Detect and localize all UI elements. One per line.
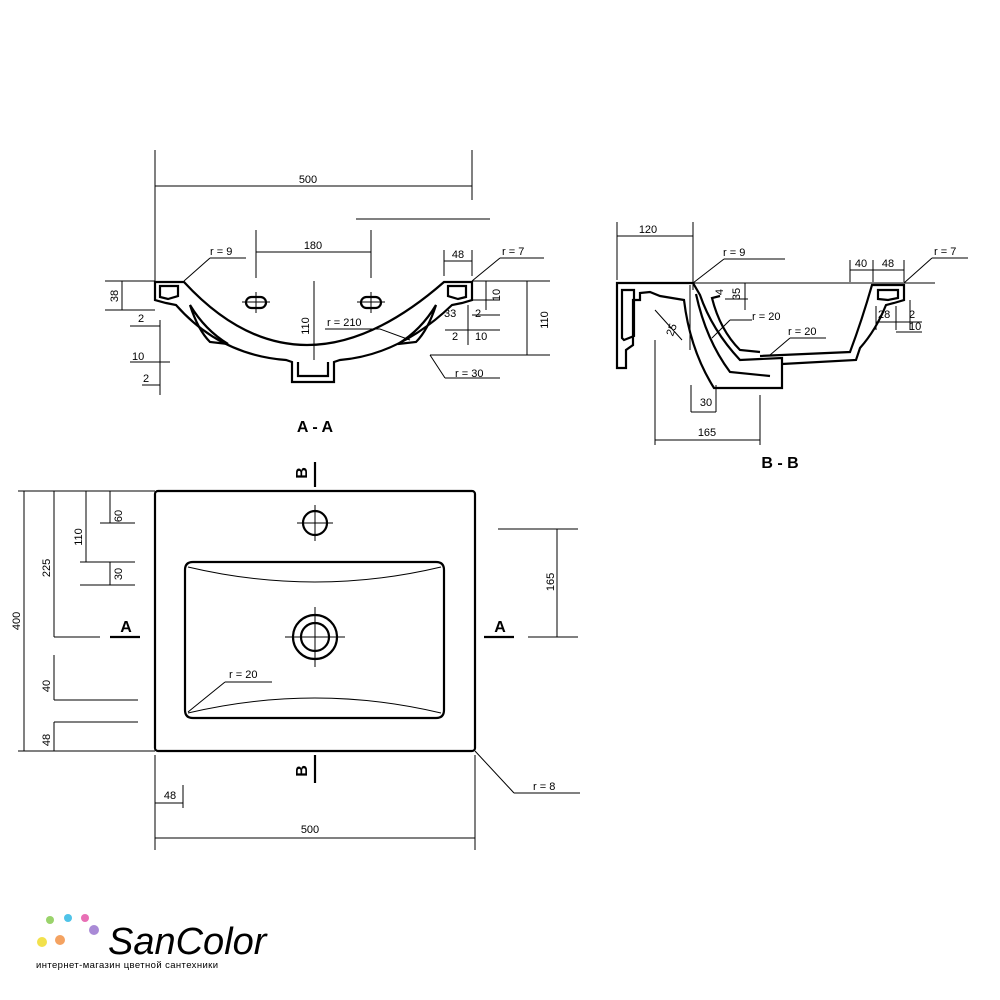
section-aa-title: A - A	[297, 419, 334, 436]
dim-plan-48-bottom: 48	[164, 790, 176, 802]
dim-aa-r9: r = 9	[210, 246, 232, 258]
dim-plan-40: 40	[41, 680, 53, 692]
dim-aa-hole-spacing: 180	[304, 240, 322, 252]
dim-bb-120: 120	[639, 224, 657, 236]
section-marker-b-top: B	[294, 467, 311, 479]
dim-bb-4: 4	[714, 289, 726, 295]
dim-aa-r210: r = 210	[327, 317, 362, 329]
dim-plan-165: 165	[545, 573, 557, 591]
dim-bb-165: 165	[698, 427, 716, 439]
dim-aa-rim: 48	[452, 249, 464, 261]
dim-aa-10b: 10	[491, 289, 503, 301]
dim-bb-r20b: r = 20	[788, 326, 816, 338]
plan-bowl	[183, 560, 446, 720]
dim-aa-110: 110	[300, 317, 312, 335]
dim-bb-r7: r = 7	[934, 246, 956, 258]
dim-plan-60: 60	[113, 510, 125, 522]
dim-aa-2b: 2	[143, 373, 149, 385]
dim-plan-110: 110	[73, 528, 85, 546]
dim-aa-33: 33	[444, 308, 456, 320]
dim-bb-25: 25	[664, 322, 679, 338]
section-marker-b-bottom: B	[294, 765, 311, 777]
dim-aa-r30: r = 30	[455, 368, 483, 380]
dim-aa-r7: r = 7	[502, 246, 524, 258]
dim-bb-28: 28	[878, 309, 890, 321]
dim-bb-2: 2	[909, 309, 915, 321]
dim-aa-2a: 2	[138, 313, 144, 325]
plan-bowl-rim-bottom	[187, 697, 442, 714]
section-marker-a-right: A	[494, 619, 506, 636]
plan-outline	[153, 489, 477, 753]
dim-aa-10c: 10	[475, 331, 487, 343]
dim-aa-2d: 2	[452, 331, 458, 343]
section-aa: 500 180 48 r = 9 r = 7 38 2 10 2 110 r =…	[105, 150, 551, 436]
plan-dimension-lines	[18, 490, 580, 850]
section-bb-dimension-lines	[616, 222, 968, 445]
section-aa-tap-holes	[242, 292, 385, 313]
dim-aa-38: 38	[109, 290, 121, 302]
section-bb-basin-profile	[615, 281, 906, 390]
dim-plan-500: 500	[301, 824, 319, 836]
section-aa-dimension-lines	[105, 150, 550, 395]
dim-bb-48: 48	[882, 258, 894, 270]
dim-bb-r20a: r = 20	[752, 311, 780, 323]
section-markers	[110, 462, 514, 783]
drain-icon	[285, 607, 345, 667]
dim-plan-225: 225	[41, 559, 53, 577]
tap-hole-icon	[297, 505, 333, 541]
brand-name: SanColor	[108, 921, 268, 963]
dim-bb-10: 10	[909, 321, 921, 333]
dim-plan-r20: r = 20	[229, 669, 257, 681]
section-aa-basin-profile	[153, 280, 474, 384]
dim-bb-40: 40	[855, 258, 867, 270]
dim-plan-r8: r = 8	[533, 781, 555, 793]
plan-bowl-rim-top	[187, 566, 442, 583]
dim-bb-35: 35	[731, 288, 743, 300]
section-marker-a-left: A	[120, 619, 132, 636]
brand-dots-icon	[37, 914, 99, 947]
dim-plan-48: 48	[41, 734, 53, 746]
dim-aa-10a: 10	[132, 351, 144, 363]
brand-logo: SanColor интернет-магазин цветной сантех…	[36, 914, 268, 971]
brand-tagline: интернет-магазин цветной сантехники	[36, 960, 218, 971]
dim-bb-r9: r = 9	[723, 247, 745, 259]
plan-view: B B A A	[11, 462, 580, 850]
dim-aa-110-right: 110	[539, 311, 551, 329]
section-bb: 120 r = 9 40 48 r = 7 4 35 r = 20 r = 20…	[615, 222, 968, 472]
dim-bb-30: 30	[700, 397, 712, 409]
dim-aa-2c: 2	[475, 308, 481, 320]
dim-aa-width: 500	[299, 174, 317, 186]
section-bb-title: B - B	[761, 455, 798, 472]
dim-plan-30: 30	[113, 568, 125, 580]
dim-plan-400: 400	[11, 612, 23, 630]
